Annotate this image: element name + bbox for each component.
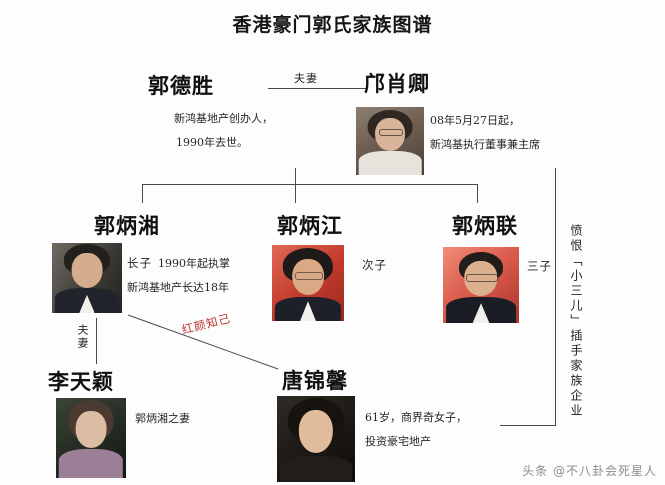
page-title: 香港豪门郭氏家族图谱 [232,14,433,36]
person-name-wife1: 李天颖 [48,370,114,394]
watermark-text: 头条 @不八卦会死星人 [522,464,657,478]
son1-desc-line1: 1990年起执掌 [158,257,230,270]
resentment-bracket-vertical [555,168,556,425]
spouse-connector-line [268,88,366,89]
spouse-connector-left [96,318,97,364]
parent-drop-line [295,168,296,184]
resentment-label: 愤恨「小三儿」插手家族企业 [569,224,583,419]
son1-desc-line2: 新鸿基地产长达18年 [127,281,229,294]
confidante-connector [126,313,282,371]
father-desc-line1: 新鸿基地产创办人， [174,112,273,125]
person-name-mother: 邝肖卿 [364,72,430,96]
photo-son1 [52,243,122,313]
spouse-label-top: 夫妻 [294,72,318,85]
person-name-son2: 郭炳江 [277,214,343,238]
person-name-son1: 郭炳湘 [94,214,160,238]
photo-son2 [272,245,344,321]
wife1-desc-line1: 郭炳湘之妻 [135,412,190,425]
father-desc-line2: 1990年去世。 [176,136,248,149]
sibling-bracket-bar [142,184,478,185]
person-name-son3: 郭炳联 [452,214,518,238]
person-name-father: 郭德胜 [148,74,214,98]
mother-desc-line2: 新鸿基执行董事兼主席 [430,138,540,151]
person-name-confidante: 唐锦馨 [282,369,348,393]
mother-desc-line1: 08年5月27日起， [430,114,520,127]
confidante-desc-line2: 投资豪宅地产 [365,435,431,448]
son2-rank-label: 次子 [362,258,387,272]
photo-wife1 [56,398,126,478]
photo-son3 [443,247,519,323]
photo-mother [356,107,424,175]
sibling-drop-son2 [295,184,296,203]
resentment-bracket-bottom [500,425,556,426]
photo-confidante [277,396,355,482]
confidante-desc-line1: 61岁，商界奇女子， [365,411,467,424]
spouse-label-left: 夫妻 [76,324,89,350]
son3-rank-label: 三子 [527,259,552,273]
sibling-drop-son1 [142,184,143,203]
sibling-drop-son3 [477,184,478,203]
son1-rank-label: 长子 [127,256,152,270]
